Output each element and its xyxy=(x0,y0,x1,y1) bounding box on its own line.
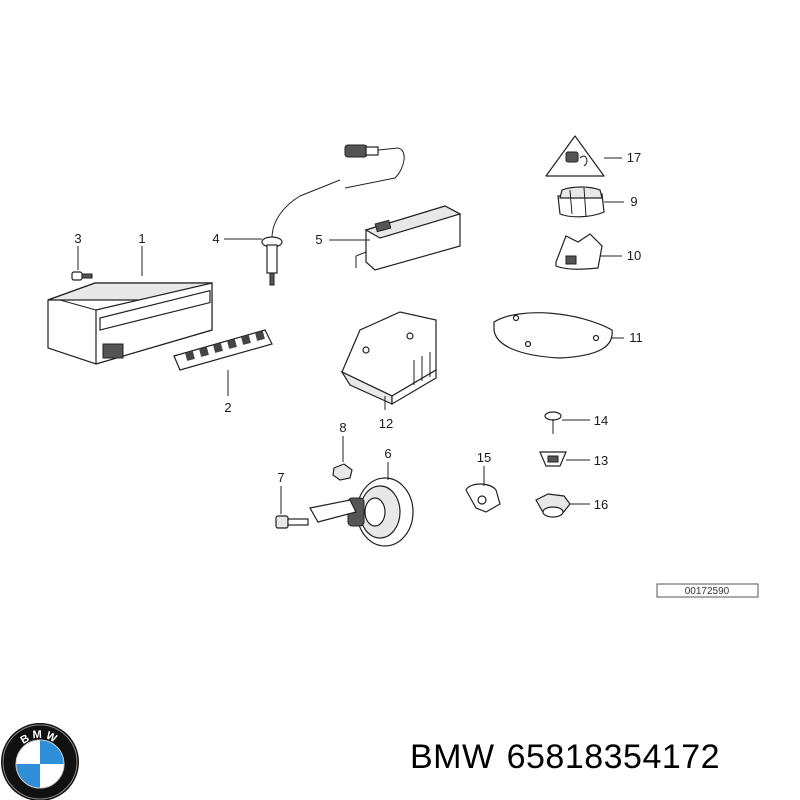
callout-17: 17 xyxy=(627,150,641,165)
caption-brand: BMW xyxy=(410,738,495,776)
part-number-caption: BMW 65818354172 xyxy=(410,738,720,777)
part-15-cable-clip xyxy=(465,483,501,513)
part-17-warning-sticker xyxy=(545,135,605,177)
callout-4: 4 xyxy=(212,231,219,246)
part-14-screw xyxy=(544,411,562,434)
part-10-holder xyxy=(555,233,603,270)
reference-code: 00172590 xyxy=(685,586,730,597)
part-3-screw xyxy=(71,271,93,281)
logo-lettering: BMW xyxy=(18,729,61,747)
caption-part-number: 65818354172 xyxy=(506,738,721,776)
horn-bracket xyxy=(309,499,357,523)
callout-2: 2 xyxy=(224,400,231,415)
part-4-sensor xyxy=(261,144,405,286)
callout-13: 13 xyxy=(594,453,608,468)
part-9-clip xyxy=(557,186,605,218)
callout-1: 1 xyxy=(138,231,145,246)
part-7-bolt xyxy=(275,515,309,529)
part-16-nut xyxy=(535,493,571,518)
part-13-clip-nut xyxy=(539,451,567,467)
callout-8: 8 xyxy=(339,420,346,435)
part-5-module xyxy=(355,205,462,271)
part-1-control-unit xyxy=(47,282,213,365)
part-6-horn xyxy=(347,477,414,547)
callout-12: 12 xyxy=(379,416,393,431)
callout-5: 5 xyxy=(315,232,322,247)
part-11-cover xyxy=(493,312,613,359)
part-8-nut xyxy=(332,463,353,481)
leader-lines xyxy=(77,157,624,514)
callout-3: 3 xyxy=(74,231,81,246)
callout-6: 6 xyxy=(384,446,391,461)
callout-11: 11 xyxy=(629,330,643,345)
callout-9: 9 xyxy=(630,194,637,209)
callout-16: 16 xyxy=(594,497,608,512)
callout-7: 7 xyxy=(277,470,284,485)
callout-14: 14 xyxy=(594,413,608,428)
reference-code-box: 00172590 xyxy=(656,583,759,598)
part-12-bracket xyxy=(340,311,437,406)
callout-15: 15 xyxy=(477,450,491,465)
bmw-logo: BMW xyxy=(1,723,79,800)
callout-labels: 1 2 3 4 5 6 7 8 9 10 11 12 13 14 15 16 1… xyxy=(74,150,642,512)
part-2-button-strip xyxy=(173,329,273,371)
callout-10: 10 xyxy=(627,248,641,263)
